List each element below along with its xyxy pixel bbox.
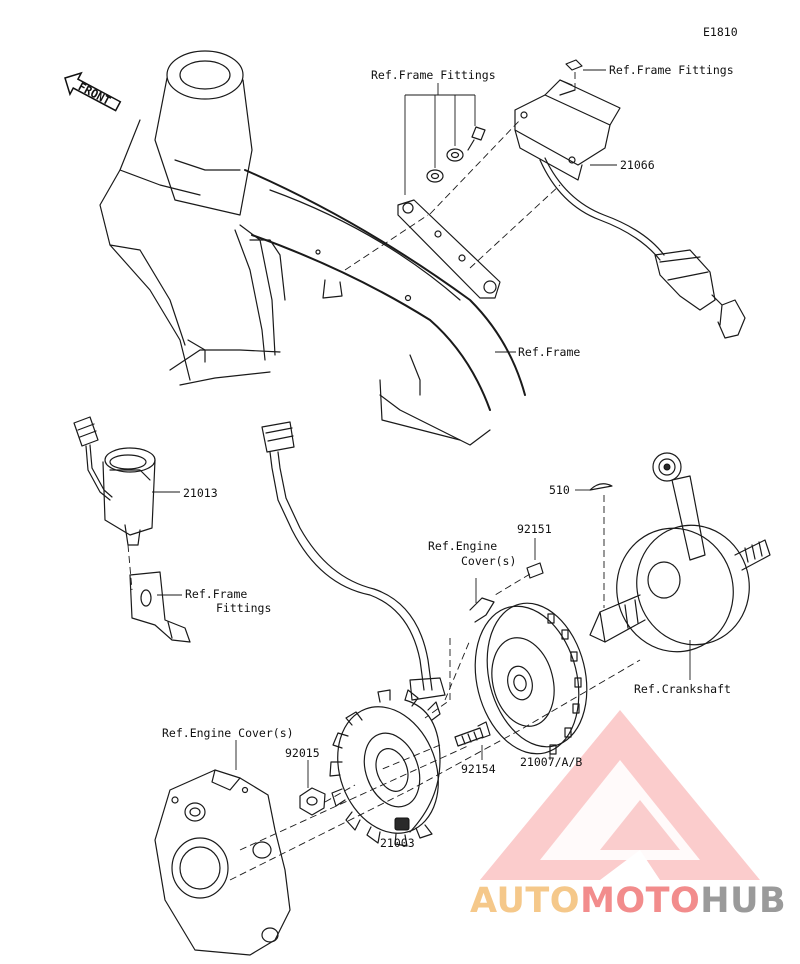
label-part-510: 510 bbox=[549, 483, 570, 497]
assembly-axis-line-2 bbox=[239, 744, 471, 851]
watermark-auto: AUTO bbox=[470, 881, 580, 921]
regulator-part-21013 bbox=[73, 416, 180, 591]
label-ref-frame-fittings-top: Ref.Frame Fittings bbox=[371, 68, 496, 82]
watermark-hub: HUB bbox=[700, 881, 786, 921]
label-ref-engine-cover-mid-1: Ref.Engine bbox=[428, 539, 497, 553]
flywheel-part-21007 bbox=[474, 602, 588, 755]
regulator-bracket bbox=[129, 571, 191, 643]
ecu-part-21066 bbox=[514, 59, 746, 339]
front-label: FRONT bbox=[76, 79, 113, 108]
label-part-21003: 21003 bbox=[380, 836, 415, 850]
label-ref-crankshaft: Ref.Crankshaft bbox=[634, 682, 731, 696]
label-part-21013: 21013 bbox=[183, 486, 218, 500]
label-ref-engine-cover-left: Ref.Engine Cover(s) bbox=[162, 726, 294, 740]
stator-part-21003 bbox=[329, 689, 441, 847]
label-part-21007: 21007/A/B bbox=[520, 755, 582, 769]
mount-bracket bbox=[344, 83, 561, 299]
label-part-92015: 92015 bbox=[285, 746, 320, 760]
woodruff-key-part-510 bbox=[575, 483, 613, 608]
automotohub-watermark: AUTOMOTOHUB bbox=[470, 881, 786, 921]
svg-text:AUTOMOTOHUB: AUTOMOTOHUB bbox=[470, 881, 786, 921]
label-ref-frame-fittings-left-2: Fittings bbox=[216, 601, 271, 615]
front-arrow-icon: FRONT bbox=[64, 71, 122, 112]
label-ref-frame: Ref.Frame bbox=[518, 345, 580, 359]
label-part-92151: 92151 bbox=[517, 522, 552, 536]
engine-cover bbox=[154, 740, 291, 956]
bolt-part-92151 bbox=[469, 538, 544, 623]
frame-drawing bbox=[99, 50, 526, 446]
label-ref-frame-fittings-right: Ref.Frame Fittings bbox=[609, 63, 734, 77]
diagram-code: E1810 bbox=[703, 25, 738, 39]
label-ref-frame-fittings-left-1: Ref.Frame bbox=[185, 587, 247, 601]
stator-wire-harness bbox=[261, 421, 446, 701]
bolt-part-92154 bbox=[379, 721, 491, 771]
assembly-axis-line bbox=[229, 659, 641, 881]
crankshaft bbox=[589, 452, 771, 680]
watermark-moto: MOTO bbox=[580, 881, 700, 921]
label-part-21066: 21066 bbox=[620, 158, 655, 172]
label-part-92154: 92154 bbox=[461, 762, 496, 776]
nut-part-92015 bbox=[299, 760, 356, 816]
label-ref-engine-cover-mid-2: Cover(s) bbox=[461, 554, 516, 568]
automotohub-logo-mark bbox=[480, 710, 760, 880]
